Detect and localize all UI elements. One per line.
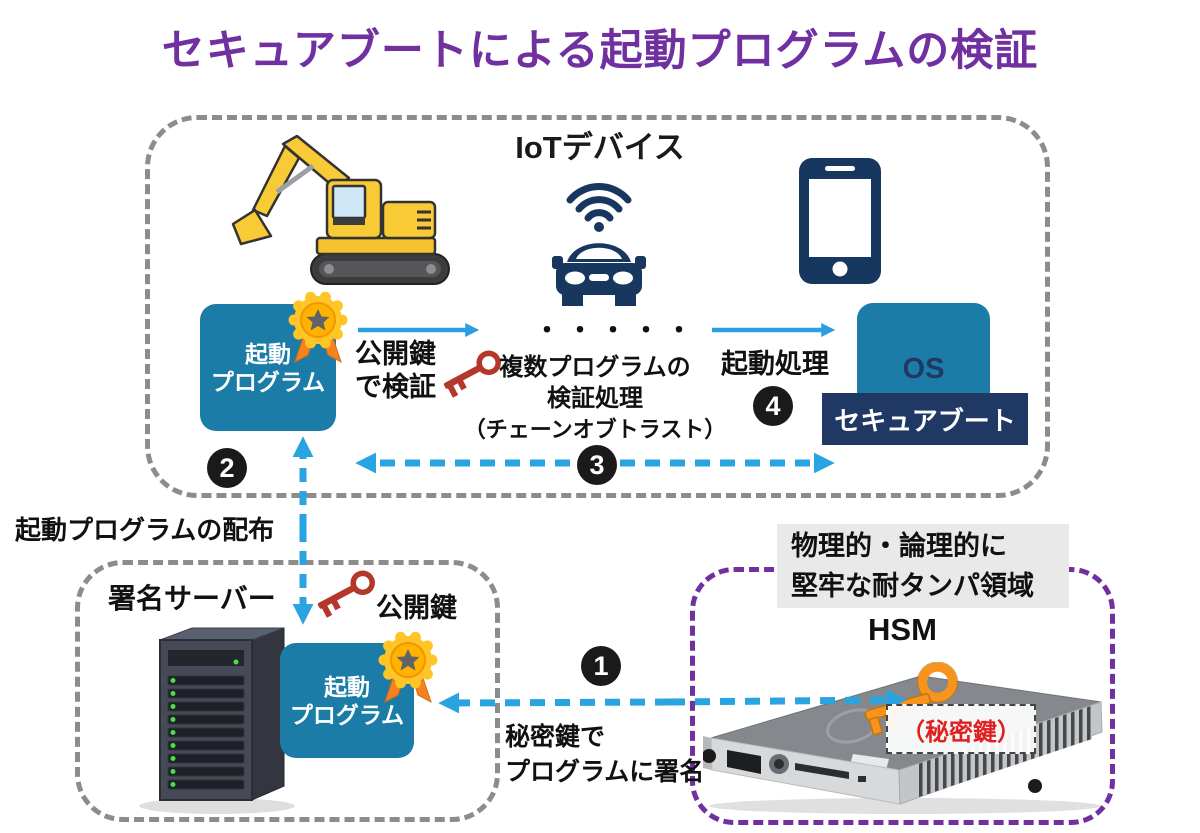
chain-line1: 複数プログラムの <box>499 354 691 381</box>
boot-process-label: 起動処理 <box>721 349 829 379</box>
verify-with-public-key-label: 公開鍵 で検証 <box>355 338 436 404</box>
boot-program-box-iot: 起動 プログラム <box>200 304 336 431</box>
public-key-icon <box>317 570 375 618</box>
distribution-label: 起動プログラムの配布 <box>15 515 275 545</box>
sign-with-private-key-label: 秘密鍵で プログラムに署名 <box>505 720 704 790</box>
os-label: OS <box>902 352 945 385</box>
public-key-label: 公開鍵 <box>376 593 457 623</box>
step-4-badge: 4 <box>753 386 793 426</box>
os-box: OS <box>857 303 990 408</box>
step-4-number: 4 <box>765 390 781 421</box>
tamper-resistant-label: 物理的・論理的に 堅牢な耐タンパ領域 <box>777 524 1069 608</box>
server-tower-icon <box>139 627 295 814</box>
tamper-line1: 物理的・論理的に <box>791 531 1007 561</box>
step-2-number: 2 <box>219 452 235 483</box>
step-1-number: 1 <box>593 650 609 681</box>
boot-program-line1: 起動 <box>324 673 370 700</box>
chain-line3: （チェーンオブトラスト） <box>463 417 727 442</box>
signing-server-label: 署名サーバー <box>108 583 276 614</box>
sign-line1: 秘密鍵で <box>505 723 606 751</box>
signature-medal-icon <box>378 631 438 704</box>
step-1-badge: 1 <box>581 646 621 686</box>
step-3-badge: 3 <box>577 445 617 485</box>
private-key-label-box: （秘密鍵） <box>886 704 1036 754</box>
boot-program-line2: プログラム <box>210 368 326 395</box>
verify-line1: 公開鍵 <box>355 339 436 369</box>
secure-boot-label: セキュアブート <box>834 405 1016 436</box>
step-2-badge: 2 <box>207 448 247 488</box>
signature-medal-icon <box>288 291 348 364</box>
iot-device-box <box>145 115 1050 498</box>
boot-program-line2: プログラム <box>289 701 405 728</box>
secure-boot-bar: セキュアブート <box>822 393 1028 445</box>
private-key-label: （秘密鍵） <box>901 718 1021 746</box>
hsm-label: HSM <box>868 612 937 647</box>
sign-line2: プログラムに署名 <box>505 758 705 786</box>
boot-program-line1: 起動 <box>245 340 291 367</box>
ellipsis-dots: ・・・・・ <box>534 315 700 345</box>
iot-device-label: IoTデバイス <box>515 130 685 165</box>
public-key-icon <box>443 350 501 398</box>
smartphone-icon <box>799 158 881 284</box>
verify-line2: で検証 <box>355 372 436 402</box>
connected-car-icon <box>552 183 646 306</box>
signing-server-box <box>75 560 500 822</box>
excavator-icon <box>231 134 450 285</box>
page-title: セキュアブートによる起動プログラムの検証 <box>161 27 1039 75</box>
chain-of-trust-label: 複数プログラムの 検証処理 （チェーンオブトラスト） <box>453 352 737 445</box>
boot-program-box-signing: 起動 プログラム <box>280 643 414 758</box>
step-3-number: 3 <box>589 449 605 480</box>
chain-line2: 検証処理 <box>547 385 643 412</box>
tamper-line2: 堅牢な耐タンパ領域 <box>791 571 1034 601</box>
